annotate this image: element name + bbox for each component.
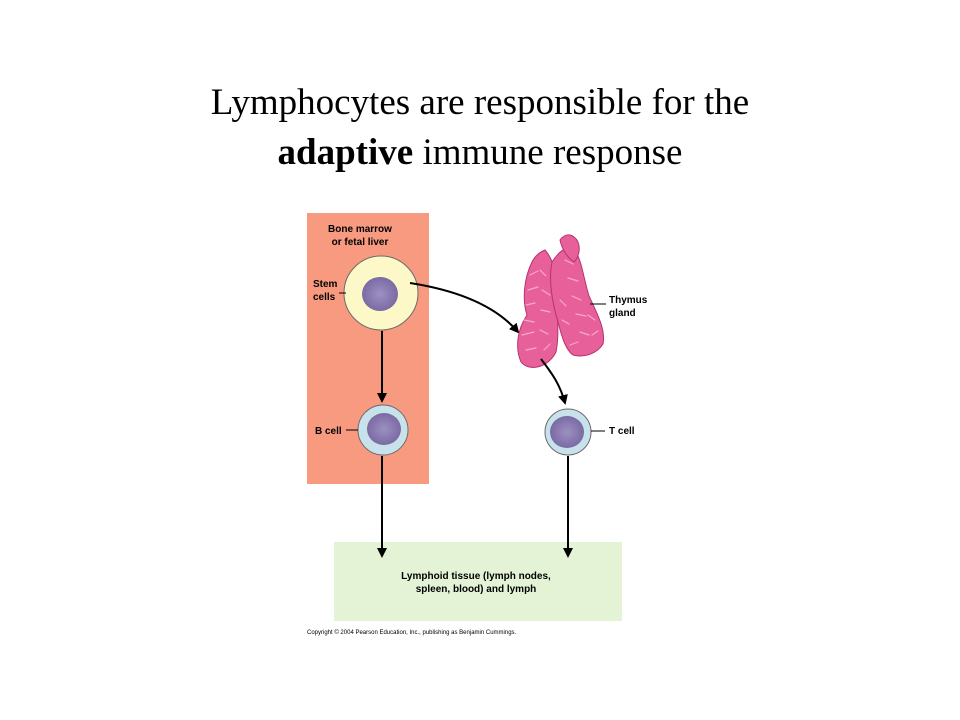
title-line-2-rest: immune response [413, 132, 683, 173]
stem-label-line-2: cells [313, 292, 336, 303]
arrow-stem-to-thymus [409, 282, 520, 334]
thymus-label-line-1: Thymus [609, 295, 648, 306]
b-cell-label: B cell [315, 426, 342, 437]
arrow-thymus-to-t-cell [540, 358, 568, 405]
page-title: Lymphocytes are responsible for the adap… [0, 78, 960, 178]
b-cell-nucleus [367, 413, 401, 445]
t-cell-nucleus [550, 416, 584, 448]
lymphoid-label-line-2: spleen, blood) and lymph [416, 584, 537, 595]
bone-marrow-label-line-1: Bone marrow [328, 224, 392, 235]
copyright-text: Copyright © 2004 Pearson Education, Inc.… [307, 629, 517, 636]
bone-marrow-label-line-2: or fetal liver [332, 237, 389, 248]
title-line-2: adaptive immune response [0, 128, 960, 178]
title-line-1: Lymphocytes are responsible for the [210, 82, 750, 123]
thymus-gland [517, 234, 605, 368]
t-cell-label: T cell [609, 426, 635, 437]
thymus-label-line-2: gland [609, 308, 636, 319]
lymphoid-label-line-1: Lymphoid tissue (lymph nodes, [401, 571, 551, 582]
stem-cell-nucleus [362, 277, 398, 311]
title-bold-word: adaptive [277, 132, 414, 173]
stem-label-line-1: Stem [313, 279, 338, 290]
